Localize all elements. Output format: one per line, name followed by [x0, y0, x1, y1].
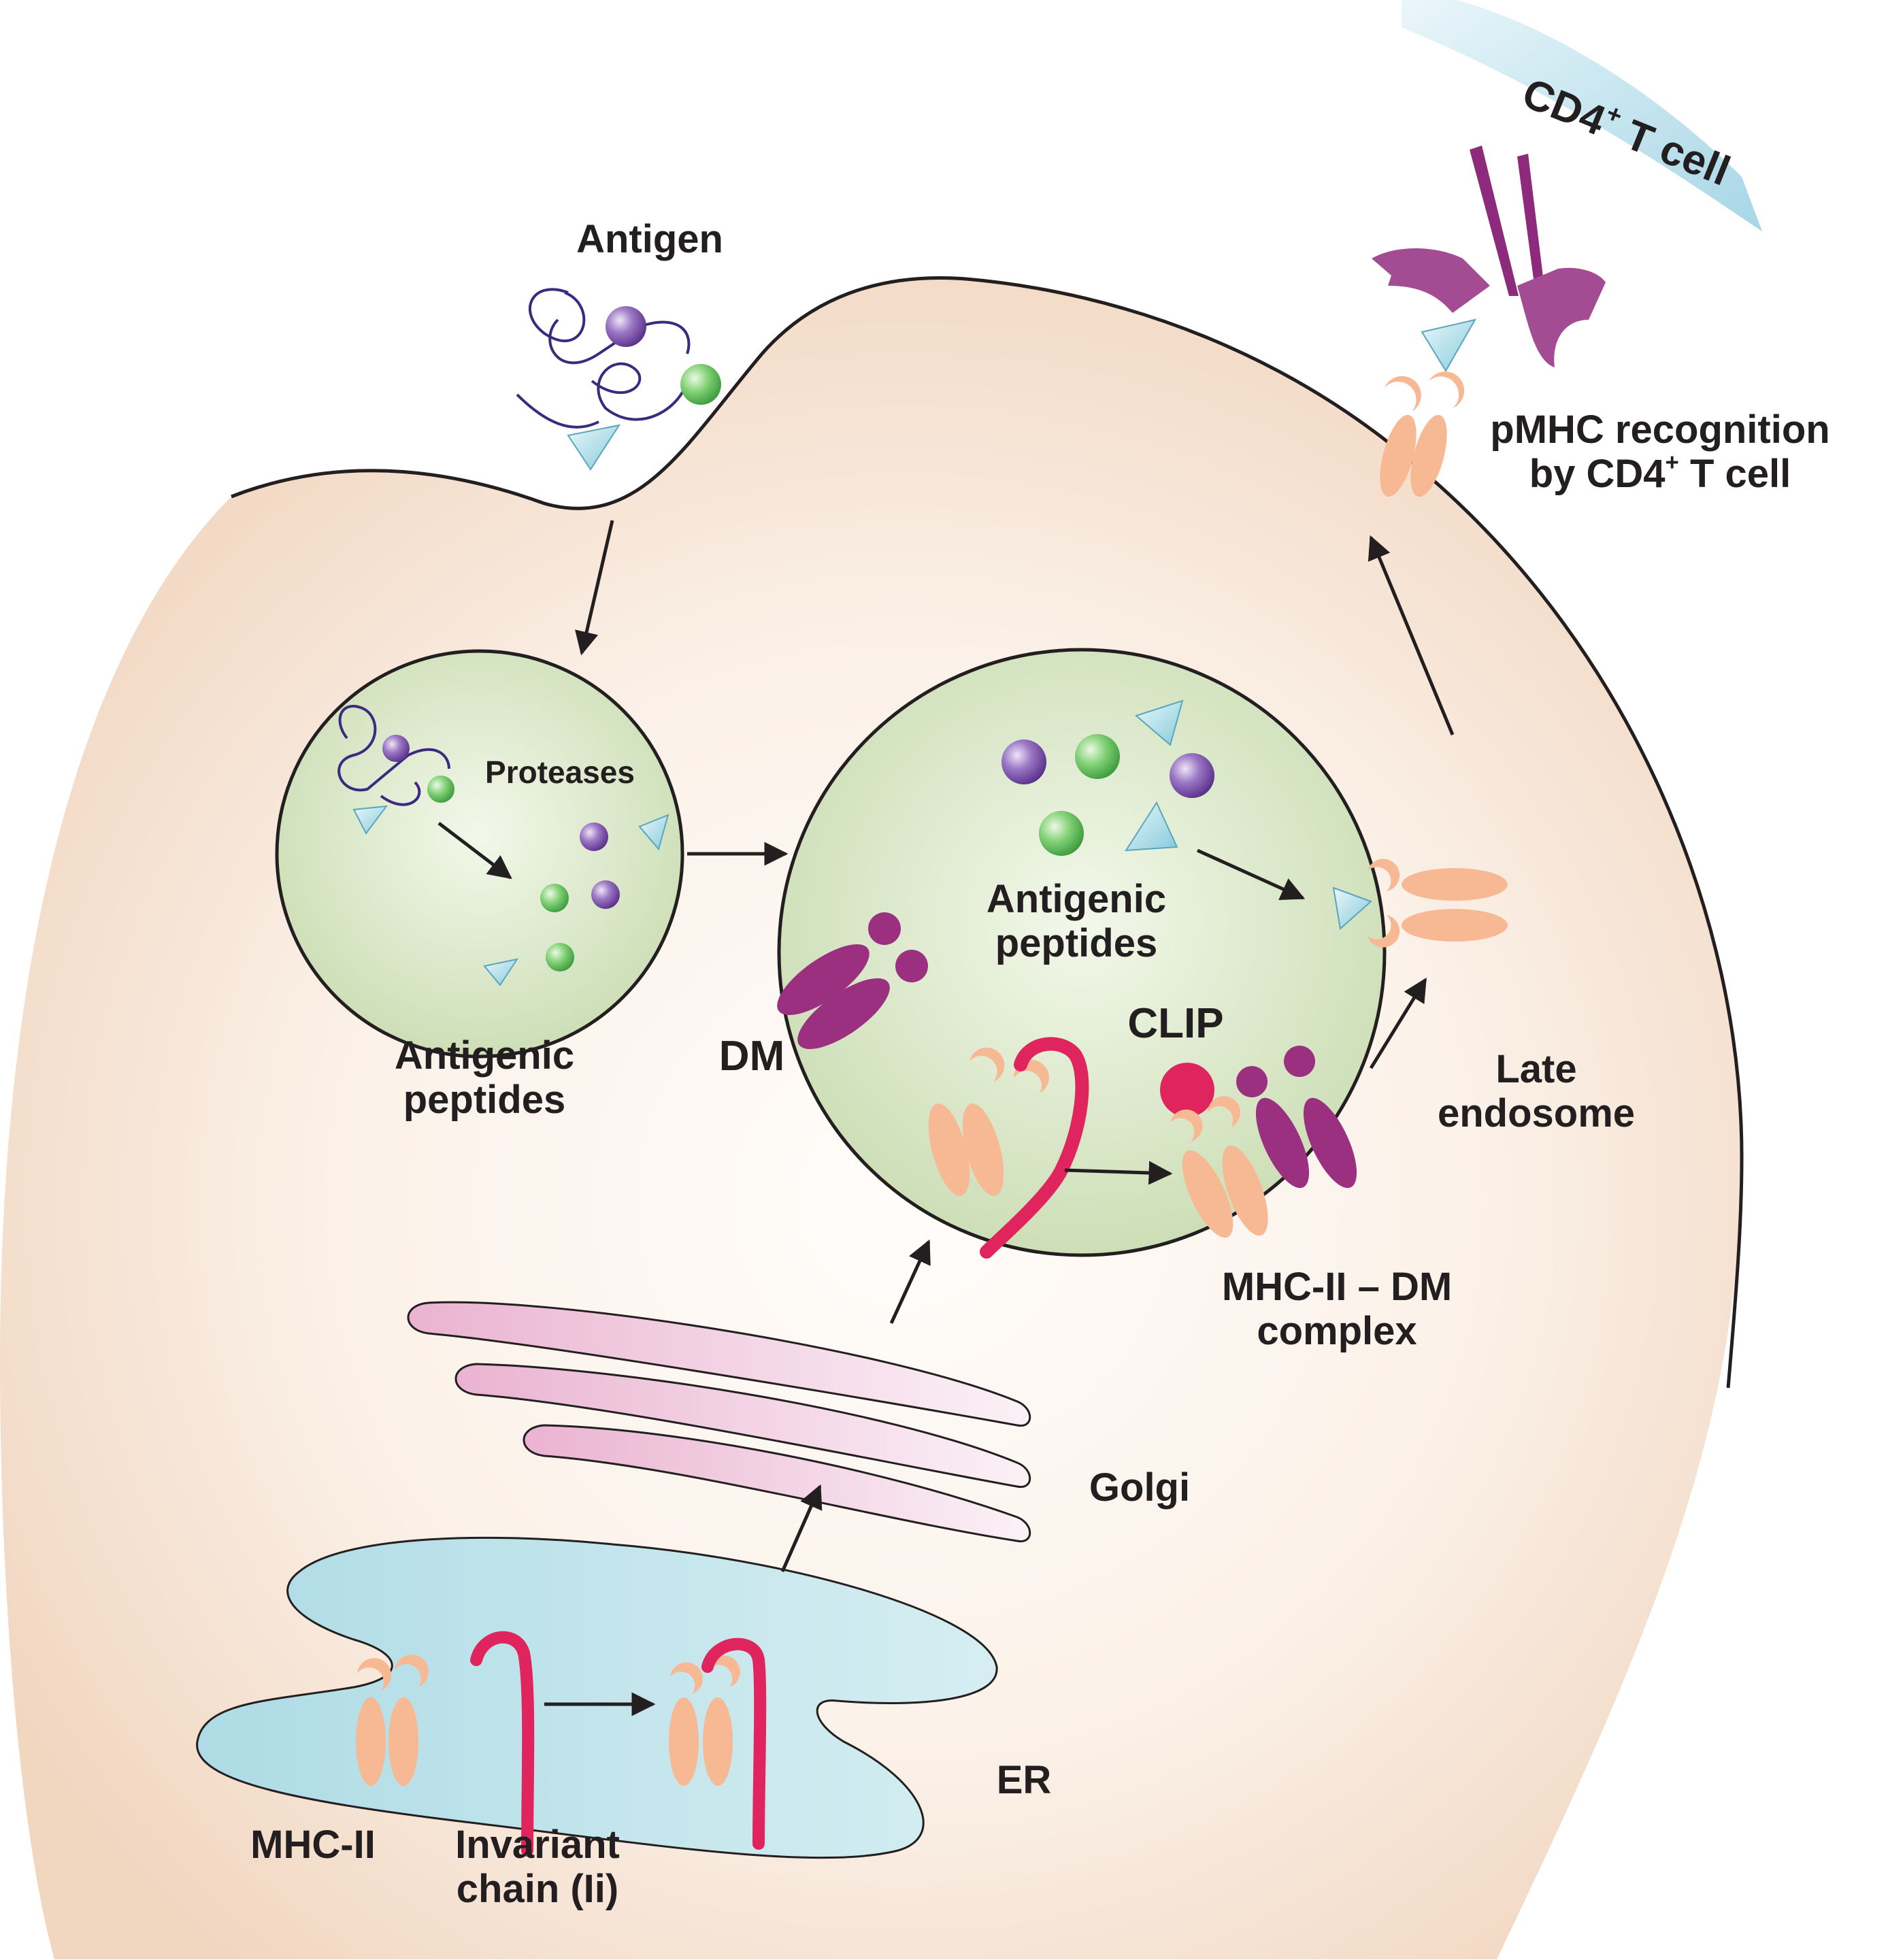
invariant-chain-line1: Invariant — [455, 1823, 620, 1867]
proteases-label: Proteases — [485, 754, 635, 790]
pathway-arrows — [437, 520, 1455, 1716]
mhc-dm-complex — [1160, 1046, 1357, 1238]
er-mhc-ii-ii — [669, 1638, 767, 1850]
mhc-dm-complex-line2: complex — [1257, 1308, 1417, 1353]
golgi-apparatus — [407, 1301, 1031, 1543]
clip-peptide — [1160, 1063, 1214, 1117]
er-mhc-ii — [356, 1655, 429, 1786]
tcr-complex — [1372, 146, 1606, 372]
antigenic-peptides-2-line1: Antigenic — [986, 877, 1167, 921]
mhc-ii-label: MHC-II — [250, 1823, 376, 1867]
antigenic-peptides-label-1: Antigenic peptides — [394, 1033, 575, 1123]
antigenic-peptides-1-line1: Antigenic — [394, 1033, 575, 1078]
pmhc-line2-sup: + — [1665, 449, 1679, 476]
tcell-label: CD4+ T cell — [1516, 69, 1736, 195]
dm-molecule — [777, 912, 928, 1050]
antigenic-peptides-1-line2: peptides — [403, 1077, 566, 1122]
antigen-protein — [516, 288, 721, 471]
pmhc-recognition-label: pMHC recognition by CD4+ T cell — [1490, 408, 1829, 497]
er-invariant-chain — [470, 1631, 535, 1857]
surface-pmhc — [1380, 371, 1465, 497]
tcell-membrane — [1402, 0, 1762, 231]
endosome-antigen-digestion — [337, 705, 669, 986]
golgi-label: Golgi — [1089, 1465, 1191, 1510]
late-endosome-peptides — [1001, 699, 1214, 856]
dm-label: DM — [718, 1033, 785, 1080]
er-label: ER — [996, 1758, 1052, 1802]
mhc-dm-complex-label: MHC-II – DM complex — [1222, 1265, 1452, 1354]
clip-label: CLIP — [1127, 1000, 1224, 1047]
mhc-ii-ii-complex — [928, 1037, 1089, 1259]
tcell-label-cd4: CD4 — [1516, 69, 1612, 145]
plasma-membrane — [231, 276, 1744, 1389]
mhc-dm-complex-line1: MHC-II – DM — [1221, 1265, 1453, 1309]
loaded-mhc — [1332, 859, 1508, 948]
tcell-label-rest: T cell — [1608, 106, 1737, 195]
presented-peptide-triangle — [1421, 318, 1477, 372]
invariant-chain-label: Invariant chain (Ii) — [455, 1823, 620, 1912]
pmhc-line2: by CD4+ T cell — [1490, 449, 1829, 497]
late-endosome-line2: endosome — [1437, 1091, 1636, 1135]
invariant-chain-line2: chain (Ii) — [456, 1866, 619, 1911]
pmhc-line2-rest: T cell — [1678, 451, 1791, 496]
late-endosome-line1: Late — [1495, 1047, 1577, 1091]
antigenic-peptides-label-2: Antigenic peptides — [986, 877, 1167, 966]
pmhc-line1: pMHC recognition — [1490, 408, 1830, 452]
late-endosome-label: Late endosome — [1437, 1047, 1636, 1136]
antigen-label: Antigen — [576, 217, 723, 261]
antigenic-peptides-2-line2: peptides — [995, 920, 1158, 965]
pmhc-line2-cd4: by CD4 — [1529, 451, 1666, 496]
